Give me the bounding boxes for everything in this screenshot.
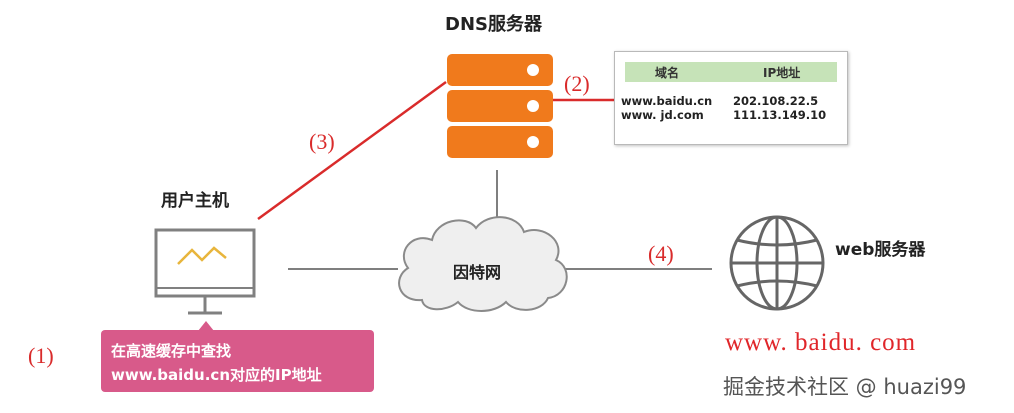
dns-record-table: 域名 IP地址 www.baidu.cn 202.108.22.5 www. j… — [614, 51, 848, 145]
row-ip: 202.108.22.5 — [733, 94, 819, 108]
dns-server-icon — [447, 54, 553, 158]
callout-line-1: 在高速缓存中查找 — [111, 342, 232, 360]
monitor-icon — [154, 228, 256, 315]
globe-icon — [729, 215, 825, 311]
row-domain: www. jd.com — [621, 108, 704, 122]
internet-label: 因特网 — [453, 263, 502, 282]
header-domain: 域名 — [655, 66, 680, 80]
row-domain: www.baidu.cn — [621, 94, 713, 108]
step-3-label: (3) — [309, 129, 335, 154]
watermark-text: 掘金技术社区 @ huazi99 — [723, 375, 967, 399]
user-host-title: 用户主机 — [161, 191, 229, 211]
internet-cloud-icon — [398, 216, 568, 312]
step-2-label: (2) — [564, 71, 590, 96]
dns-table-header: 域名 IP地址 — [625, 62, 837, 82]
step-1-label: (1) — [28, 343, 54, 368]
callout-pointer — [198, 321, 214, 331]
cache-lookup-callout: 在高速缓存中查找 www.baidu.cn对应的IP地址 — [101, 330, 374, 392]
header-ip: IP地址 — [763, 66, 801, 80]
dns-server-title: DNS服务器 — [445, 14, 542, 35]
step-4-label: (4) — [648, 241, 674, 266]
web-server-url: www. baidu. com — [725, 329, 917, 356]
web-server-title: web服务器 — [835, 240, 926, 260]
row-ip: 111.13.149.10 — [733, 108, 827, 122]
query-line-host-dns — [257, 80, 447, 221]
callout-line-2: www.baidu.cn对应的IP地址 — [111, 366, 322, 384]
